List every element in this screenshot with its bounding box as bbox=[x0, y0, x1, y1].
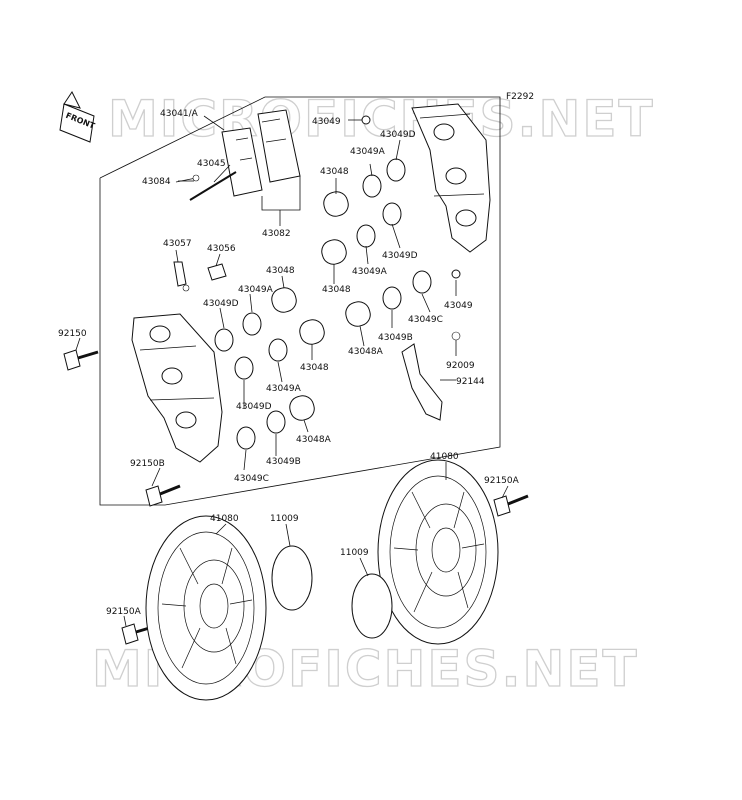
part-label: 43049A bbox=[352, 267, 388, 277]
part-label: 43049D bbox=[236, 402, 272, 412]
part-label: 43049A bbox=[238, 285, 274, 295]
caliper-left-half bbox=[131, 313, 223, 463]
part-label: 43049C bbox=[234, 474, 269, 484]
assembly-boundary bbox=[99, 96, 501, 506]
pad-spring-bracket bbox=[401, 331, 461, 421]
caliper-bolt bbox=[63, 349, 529, 645]
part-label: 41080 bbox=[430, 452, 459, 462]
bleeder-valve bbox=[173, 261, 227, 292]
figure-code: F2292 bbox=[506, 92, 534, 102]
part-label: 41080 bbox=[210, 514, 239, 524]
part-label: 43045 bbox=[197, 159, 226, 169]
part-label: 92150B bbox=[130, 459, 165, 469]
part-label: 43041/A bbox=[160, 109, 199, 119]
part-label: 43049A bbox=[266, 384, 302, 394]
part-label: 92150A bbox=[106, 607, 142, 617]
part-label: 43049D bbox=[380, 130, 416, 140]
part-label: 43048A bbox=[348, 347, 384, 357]
part-label: 43082 bbox=[262, 229, 291, 239]
part-label: 43049B bbox=[266, 457, 301, 467]
brake-disc-left bbox=[145, 515, 267, 701]
part-label: 43048 bbox=[320, 167, 349, 177]
part-label: 43048 bbox=[266, 266, 295, 276]
part-label: 43049 bbox=[312, 117, 341, 127]
brake-disc-right bbox=[377, 459, 499, 645]
front-arrow-icon: FRONT bbox=[59, 91, 97, 143]
part-label: 43049C bbox=[408, 315, 443, 325]
part-label: 11009 bbox=[270, 514, 299, 524]
part-label: 43056 bbox=[207, 244, 236, 254]
part-label: 43049A bbox=[350, 147, 386, 157]
part-label: 43057 bbox=[163, 239, 192, 249]
seal-ring bbox=[214, 115, 461, 450]
part-label: 43049D bbox=[382, 251, 418, 261]
part-label: 43084 bbox=[142, 177, 171, 187]
part-label: 43049B bbox=[378, 333, 413, 343]
part-label: 92150 bbox=[58, 329, 87, 339]
caliper-right-half bbox=[411, 103, 491, 253]
brake-pad bbox=[221, 109, 301, 197]
part-label: 92009 bbox=[446, 361, 475, 371]
part-label: 11009 bbox=[340, 548, 369, 558]
part-label: 92150A bbox=[484, 476, 520, 486]
part-label: 43048A bbox=[296, 435, 332, 445]
leader-lines bbox=[75, 115, 509, 627]
pad-pin bbox=[175, 171, 237, 201]
disc-shim bbox=[271, 545, 393, 639]
part-label: 92144 bbox=[456, 377, 485, 387]
watermark-top: MICROFICHES.NET bbox=[108, 90, 655, 148]
part-label: 43049D bbox=[203, 299, 239, 309]
part-label: 43048 bbox=[322, 285, 351, 295]
part-label: 43048 bbox=[300, 363, 329, 373]
piston bbox=[271, 191, 371, 421]
part-label: 43049 bbox=[444, 301, 473, 311]
part-labels: 43041/A 43045 43084 43082 43057 43056 43… bbox=[58, 109, 520, 617]
